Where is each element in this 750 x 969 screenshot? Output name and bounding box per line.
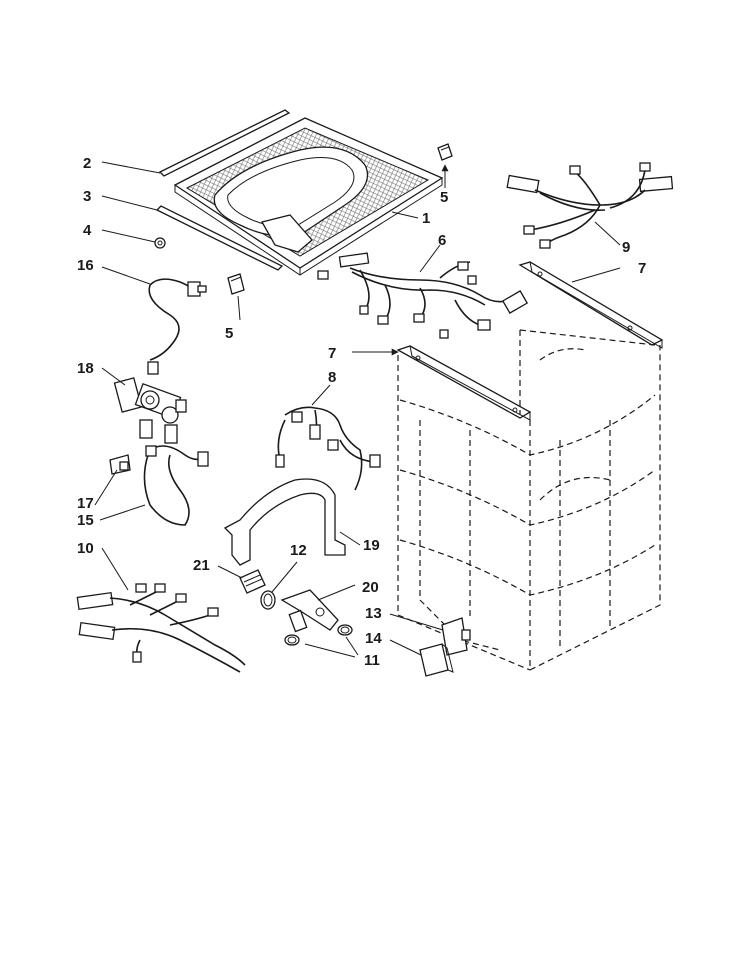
callout-5-bottom: 5 — [225, 325, 233, 342]
callout-labels: 1 2 3 4 5 5 6 7 7 8 9 10 11 12 13 14 15 … — [77, 155, 646, 669]
callout-12: 12 — [290, 542, 307, 559]
callout-1: 1 — [422, 210, 430, 227]
callout-14: 14 — [365, 630, 382, 647]
callout-2: 2 — [83, 155, 91, 172]
callout-6: 6 — [438, 232, 446, 249]
clamp-part-11-right — [337, 624, 353, 636]
hose-part-16 — [148, 278, 207, 361]
callout-21: 21 — [193, 557, 210, 574]
callout-4: 4 — [83, 222, 92, 239]
wire-harness-part-6 — [317, 252, 529, 339]
coupling-part-21 — [239, 569, 266, 594]
module-part-14 — [419, 643, 454, 677]
tee-fitting-part-20 — [280, 589, 339, 633]
callout-9: 9 — [622, 239, 630, 256]
drain-hose-part-19 — [223, 478, 346, 566]
callout-11: 11 — [364, 652, 380, 669]
callout-7-upper: 7 — [638, 260, 646, 277]
strip-part-2 — [158, 109, 291, 177]
callout-17: 17 — [77, 495, 94, 512]
top-cover-part — [173, 117, 444, 276]
clip-part-5-bottom — [227, 273, 245, 295]
sensor-part-13 — [441, 617, 471, 656]
leader-lines — [94, 161, 621, 658]
callout-19: 19 — [363, 537, 380, 554]
hose-part-15 — [143, 445, 209, 526]
clip-part-5-top — [437, 143, 453, 161]
bracket-part-7-lower — [396, 345, 532, 421]
bracket-part-7-upper — [518, 261, 664, 349]
callout-7-lower: 7 — [328, 345, 336, 362]
callout-3: 3 — [83, 188, 91, 205]
wire-harness-part-10 — [76, 583, 246, 673]
wire-harness-part-8 — [275, 406, 381, 491]
wire-harness-part-9 — [506, 162, 674, 249]
water-valve-part-18 — [113, 361, 187, 444]
callout-20: 20 — [362, 579, 379, 596]
callout-15: 15 — [77, 512, 94, 529]
cabinet-outline — [397, 329, 661, 671]
callout-16: 16 — [77, 257, 94, 274]
callout-8: 8 — [328, 369, 336, 386]
callout-13: 13 — [365, 605, 382, 622]
callout-10: 10 — [77, 540, 94, 557]
clamp-part-12 — [260, 590, 276, 610]
callout-18: 18 — [77, 360, 94, 377]
clamp-part-11-left — [284, 634, 300, 646]
screw-part-4 — [154, 237, 166, 249]
callout-5-top: 5 — [440, 189, 448, 206]
strip-part-3 — [155, 205, 284, 271]
bracket-part-17 — [109, 454, 131, 475]
